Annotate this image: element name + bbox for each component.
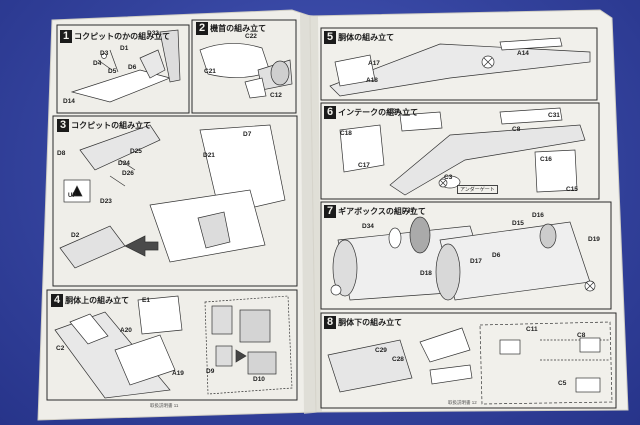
panel-step-2 <box>191 19 297 114</box>
step-7-text: ギアボックスの組み立て <box>338 207 426 216</box>
step-2-number: 2 <box>196 22 209 35</box>
part-label: C28 <box>392 356 404 363</box>
part-label: D21 <box>203 152 215 159</box>
part-label: D34 <box>362 223 374 230</box>
part-label: D19 <box>588 236 600 243</box>
part-label: A19 <box>172 370 184 377</box>
part-label: C16 <box>540 156 552 163</box>
spine-shadow <box>300 14 322 414</box>
part-label: D14 <box>63 98 75 105</box>
panel-step-1 <box>56 24 190 114</box>
part-label: D7 <box>243 131 252 138</box>
part-label: C8 <box>577 332 586 339</box>
step-4-number: 4 <box>51 294 64 307</box>
part-label: D24 <box>118 160 130 167</box>
part-label: D3 <box>100 50 109 57</box>
step-8-number: 8 <box>324 316 337 329</box>
part-label: D1 <box>120 45 129 52</box>
part-label: C5 <box>558 380 567 387</box>
right-page-number: 取扱説明書 12 <box>448 400 477 405</box>
panel-step-4 <box>46 289 298 401</box>
part-label: C31 <box>548 112 560 119</box>
part-label: E1 <box>142 297 150 304</box>
part-label: D26 <box>122 170 134 177</box>
part-label: A20 <box>120 327 132 334</box>
part-label: D16 <box>532 212 544 219</box>
part-label: C2 <box>56 345 65 352</box>
step-8-drawing <box>327 321 613 405</box>
step-1-text: コクピットのかの組み立て <box>74 32 171 41</box>
part-label: D33 <box>402 207 414 214</box>
part-label: C30 <box>388 108 400 115</box>
part-label: D25 <box>130 148 142 155</box>
step-7-number: 7 <box>324 205 337 218</box>
panel-step-7 <box>320 201 612 310</box>
panel-step-5 <box>320 27 598 101</box>
part-label: C18 <box>340 130 352 137</box>
step-5-text: 胴体の組み立て <box>338 33 395 42</box>
step-5-number: 5 <box>324 31 337 44</box>
left-page-number: 取扱説明書 11 <box>150 403 179 408</box>
part-label: D2 <box>71 232 80 239</box>
part-label: C22 <box>245 33 257 40</box>
up-label: UP <box>68 193 77 199</box>
step-2-drawing <box>199 43 293 99</box>
step-4-drawing <box>54 295 293 399</box>
part-label: D23 <box>100 198 112 205</box>
part-label: C8 <box>512 126 521 133</box>
part-label: A17 <box>368 60 380 67</box>
part-label: D6 <box>128 64 137 71</box>
part-label: C15 <box>566 186 578 193</box>
step-1-drawing <box>70 29 181 103</box>
step-1-number: 1 <box>60 30 73 43</box>
part-label: C29 <box>375 347 387 354</box>
panel-step-3 <box>52 115 298 287</box>
part-label: D32 <box>147 30 159 37</box>
part-label: A14 <box>517 50 529 57</box>
step-2-text: 機首の組み立て <box>210 24 267 33</box>
part-label: D10 <box>253 376 265 383</box>
part-label: C17 <box>358 162 370 169</box>
part-label: C3 <box>444 174 453 181</box>
part-label: D9 <box>206 368 215 375</box>
step-3-text: コクピットの組み立て <box>71 121 152 130</box>
panel-step-6 <box>320 102 600 200</box>
part-label: D5 <box>108 68 117 75</box>
step-6-drawing <box>339 107 586 196</box>
step-3-number: 3 <box>57 119 70 132</box>
part-label: C21 <box>204 68 216 75</box>
part-label: D17 <box>470 258 482 265</box>
part-label: D15 <box>512 220 524 227</box>
part-label: C11 <box>526 326 538 333</box>
step-8-text: 胴体下の組み立て <box>338 318 403 327</box>
under-gate-note: アンダーゲート <box>457 185 498 194</box>
step-4-text: 胴体上の組み立て <box>65 296 130 305</box>
part-label: D6 <box>492 252 501 259</box>
step-3-drawing <box>59 124 286 269</box>
part-label: D8 <box>57 150 66 157</box>
part-label: A18 <box>366 77 378 84</box>
step-5-drawing <box>329 37 591 97</box>
step-7-drawing <box>330 216 596 301</box>
step-6-text: インテークの組み立て <box>338 108 419 117</box>
part-label: D4 <box>93 60 102 67</box>
step-6-number: 6 <box>324 106 337 119</box>
part-label: C12 <box>270 92 282 99</box>
part-label: D18 <box>420 270 432 277</box>
panel-step-8 <box>320 312 617 409</box>
